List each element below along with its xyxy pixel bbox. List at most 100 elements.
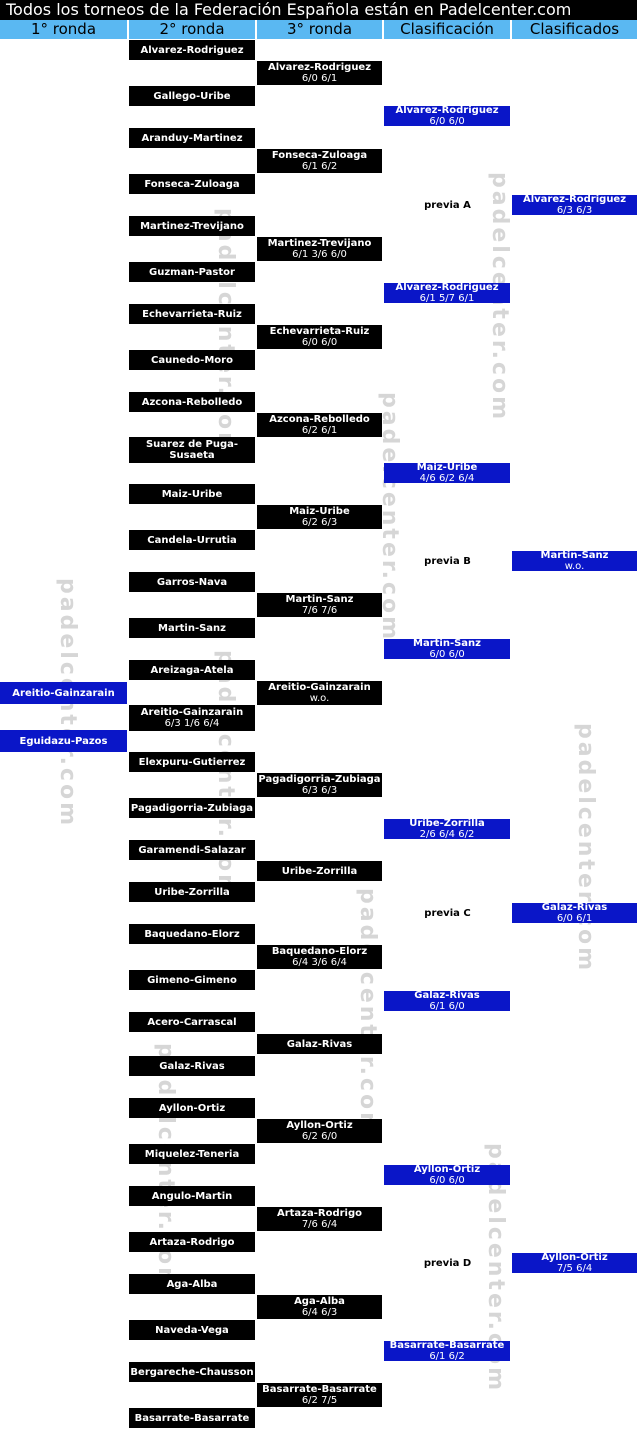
ronda2-match[interactable]: Angulo-Martin [129, 1186, 255, 1206]
ronda2-match[interactable]: Martin-Sanz [129, 618, 255, 638]
match-score: 6/1 3/6 6/0 [292, 249, 347, 260]
team-name: Maiz-Uribe [161, 488, 223, 500]
team-name: Echevarrieta-Ruiz [142, 308, 242, 320]
team-name: Guzman-Pastor [149, 266, 235, 278]
team-name: Pagadigorria-Zubiaga [258, 774, 381, 785]
ronda1-match[interactable]: Areitio-Gainzarain [0, 682, 127, 704]
team-name: Caunedo-Moro [151, 354, 233, 366]
ronda2-match[interactable]: Martinez-Trevijano [129, 216, 255, 236]
team-name: Aga-Alba [166, 1278, 218, 1290]
ronda1-match[interactable]: Eguidazu-Pazos [0, 730, 127, 752]
ronda2-match[interactable]: Uribe-Zorrilla [129, 882, 255, 902]
previa-label: previa B [424, 556, 471, 567]
ronda2-match[interactable]: Garamendi-Salazar [129, 840, 255, 860]
ronda2-match[interactable]: Maiz-Uribe [129, 484, 255, 504]
match-score: 6/0 6/0 [301, 337, 338, 348]
match-score: 6/1 5/7 6/1 [419, 293, 475, 303]
ronda2-match[interactable]: Echevarrieta-Ruiz [129, 304, 255, 324]
match-score: 4/6 6/2 6/4 [419, 473, 475, 483]
match-score: 6/1 6/0 [429, 1001, 465, 1011]
team-name: Pagadigorria-Zubiaga [130, 802, 254, 814]
ronda2-match[interactable]: Aga-Alba [129, 1274, 255, 1294]
ronda2-match[interactable]: Miquelez-Teneria [129, 1144, 255, 1164]
match-score: 6/4 6/3 [301, 1307, 338, 1318]
team-name: Naveda-Vega [155, 1324, 229, 1336]
team-name: Ayllon-Ortiz [541, 1253, 608, 1263]
header-ronda-2: 2° ronda [129, 20, 255, 39]
ronda2-match[interactable]: Ayllon-Ortiz [129, 1098, 255, 1118]
team-name: Gimeno-Gimeno [147, 974, 237, 986]
ronda2-match[interactable]: Elexpuru-Gutierrez [129, 752, 255, 772]
ronda2-match[interactable]: Guzman-Pastor [129, 262, 255, 282]
team-name: Artaza-Rodrigo [149, 1236, 235, 1248]
ronda2-match[interactable]: Gimeno-Gimeno [129, 970, 255, 990]
team-name: Angulo-Martin [151, 1190, 233, 1202]
match-score: 6/1 6/2 [429, 1351, 465, 1361]
ronda2-match[interactable]: Aranduy-Martinez [129, 128, 255, 148]
match-score: 6/4 3/6 6/4 [292, 957, 347, 968]
ronda3-match[interactable]: Galaz-Rivas [257, 1034, 382, 1054]
ronda2-match[interactable]: Azcona-Rebolledo [129, 392, 255, 412]
team-name: Eguidazu-Pazos [19, 735, 108, 747]
previa-label: previa D [423, 1258, 472, 1269]
ronda2-match[interactable]: Artaza-Rodrigo [129, 1232, 255, 1252]
ronda2-match[interactable]: Baquedano-Elorz [129, 924, 255, 944]
team-name: Garros-Nava [156, 576, 228, 588]
team-name: Ayllon-Ortiz [158, 1102, 226, 1114]
team-name: Baquedano-Elorz [144, 928, 240, 940]
ronda2-match[interactable]: Acero-Carrascal [129, 1012, 255, 1032]
ronda2-match[interactable]: Gallego-Uribe [129, 86, 255, 106]
team-name: Acero-Carrascal [147, 1016, 237, 1028]
ronda2-match[interactable]: Pagadigorria-Zubiaga [129, 798, 255, 818]
round-header-row: 1° ronda 2° ronda 3° ronda Clasificación… [0, 20, 637, 40]
ronda2-match[interactable]: Caunedo-Moro [129, 350, 255, 370]
match-score: 6/1 6/2 [301, 161, 338, 172]
match-score: 6/0 6/1 [556, 913, 593, 923]
match-score: 6/2 6/1 [301, 425, 338, 436]
ronda2-match[interactable]: Bergareche-Chausson [129, 1362, 255, 1382]
team-name: Echevarrieta-Ruiz [269, 326, 370, 337]
ronda2-match[interactable]: Areizaga-Atela [129, 660, 255, 680]
ronda2-match[interactable]: Fonseca-Zuloaga [129, 174, 255, 194]
team-name: Martin-Sanz [285, 594, 354, 605]
ronda2-match[interactable]: Garros-Nava [129, 572, 255, 592]
ronda2-match[interactable]: Candela-Urrutia [129, 530, 255, 550]
ronda2-match[interactable]: Naveda-Vega [129, 1320, 255, 1340]
ronda2-match[interactable]: Galaz-Rivas [129, 1056, 255, 1076]
ronda2-match[interactable]: Suarez de Puga-Susaeta [129, 437, 255, 463]
ronda2-match[interactable]: Alvarez-Rodriguez [129, 40, 255, 60]
team-name: Elexpuru-Gutierrez [138, 756, 246, 768]
team-name: Basarrate-Basarrate [262, 1384, 377, 1395]
ronda3-match[interactable]: Uribe-Zorrilla [257, 861, 382, 881]
team-name: Fonseca-Zuloaga [271, 150, 368, 161]
match-score: 7/5 6/4 [556, 1263, 593, 1273]
ronda2-match[interactable]: Basarrate-Basarrate [129, 1408, 255, 1428]
